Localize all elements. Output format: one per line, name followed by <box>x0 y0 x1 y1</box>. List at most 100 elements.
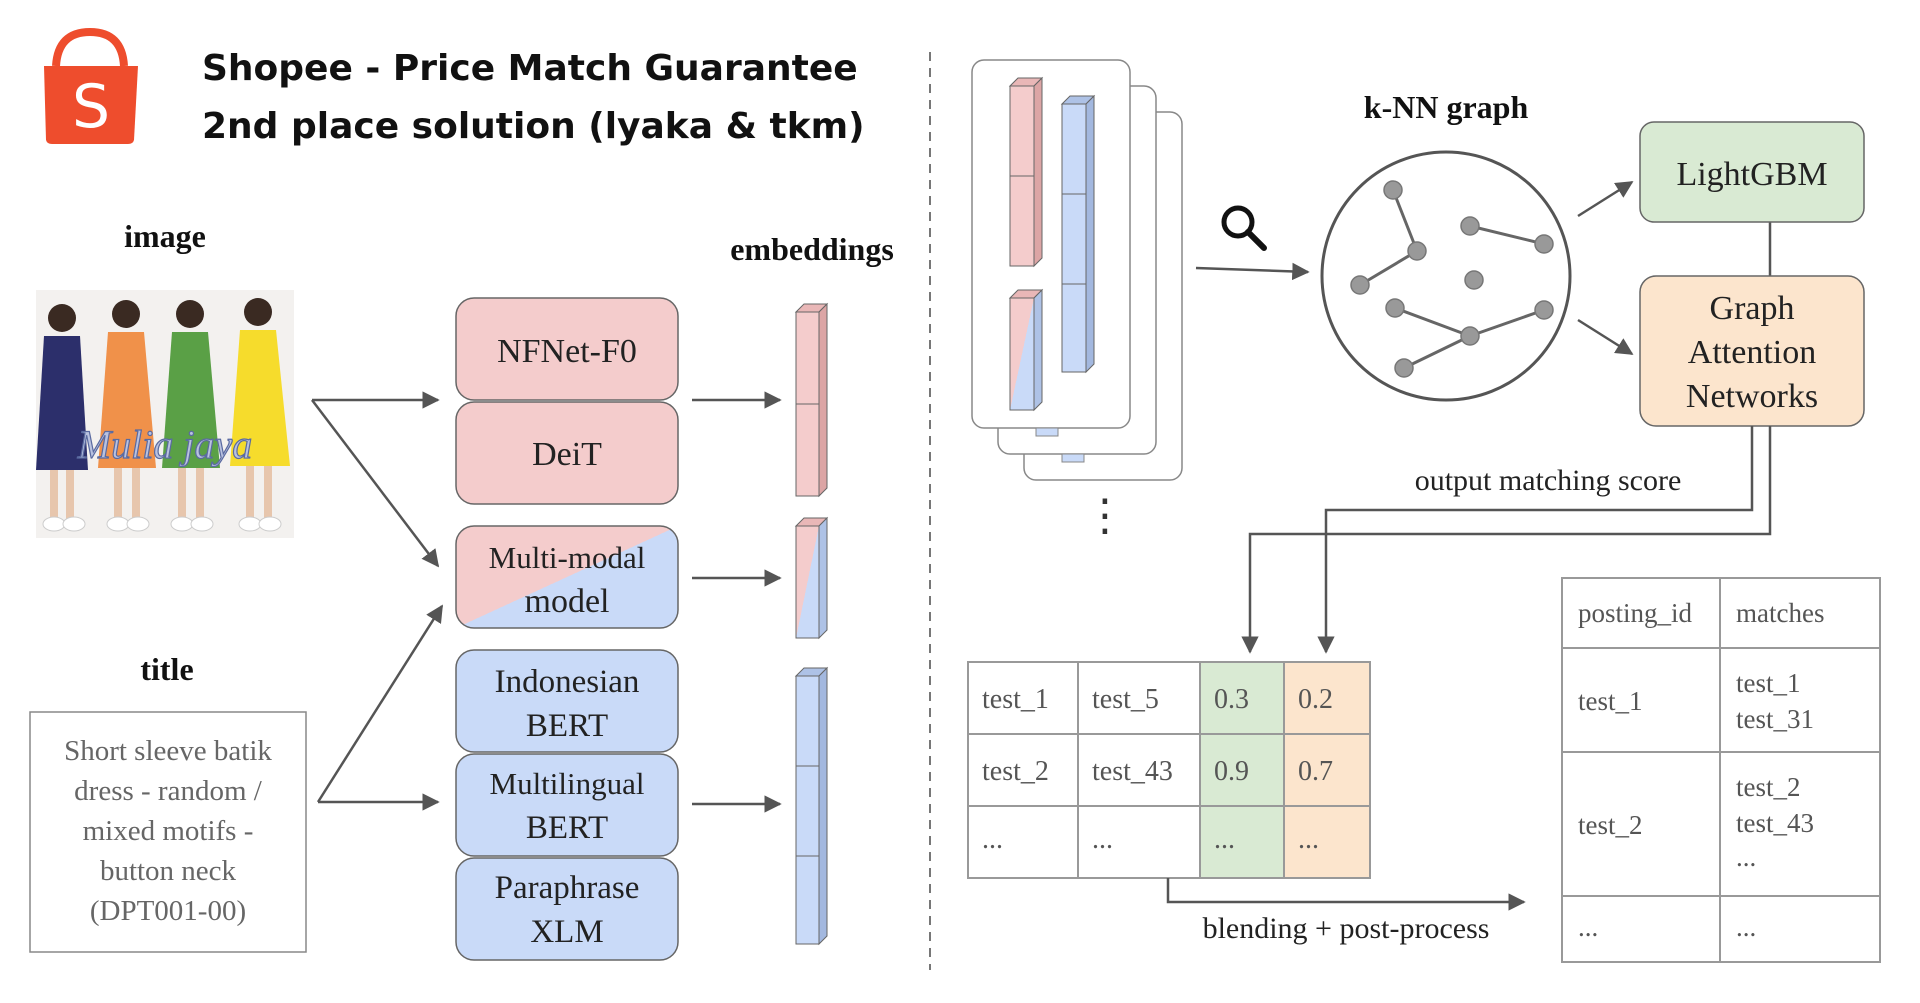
product-photo: Mulia jaya <box>36 290 294 538</box>
matches-cell: test_31 <box>1736 704 1814 734</box>
posting-id-cell: test_1 <box>1578 686 1643 716</box>
matches-cell: ... <box>1736 842 1756 872</box>
graph-node <box>1464 270 1484 290</box>
column-header: matches <box>1736 598 1824 628</box>
graph-node <box>1385 298 1405 318</box>
blend-arrow <box>1166 878 1526 911</box>
column-header: posting_id <box>1578 598 1693 628</box>
title-text-line: button neck <box>100 855 237 887</box>
arrow <box>316 604 444 803</box>
graph-node <box>1383 180 1403 200</box>
graph-node <box>1534 300 1554 320</box>
model-label: Multilingual <box>490 766 645 801</box>
more-cards-ellipsis: ⋮ <box>1083 490 1127 541</box>
product-title-box: Short sleeve batik dress - random / mixe… <box>29 711 307 953</box>
diagram-title-line2: 2nd place solution (lyaka & tkm) <box>202 106 865 147</box>
text-model-paraphrase-xlm: Paraphrase XLM <box>455 857 679 961</box>
table-cell: test_1 <box>982 684 1049 715</box>
arrow <box>311 399 440 568</box>
lightgbm-box: LightGBM <box>1639 121 1865 223</box>
multimodal-model: Multi-modal model <box>455 525 679 629</box>
score-route-gat <box>1317 426 1754 654</box>
model-label: BERT <box>526 810 608 846</box>
matches-cell: test_2 <box>1736 772 1801 802</box>
photo-watermark: Mulia jaya <box>77 422 252 467</box>
table-cell: test_5 <box>1092 684 1159 715</box>
card-image-vector <box>1008 76 1044 268</box>
text-model-multilingual-bert: Multilingual BERT <box>455 753 679 857</box>
table-cell: ... <box>982 824 1003 855</box>
graph-node <box>1394 358 1414 378</box>
table-cell: ... <box>1298 824 1319 855</box>
text-embedding-bar <box>794 666 829 946</box>
gat-label: Graph <box>1710 290 1795 327</box>
table-cell: test_43 <box>1092 756 1173 787</box>
model-label: Paraphrase <box>495 870 640 906</box>
model-figure <box>36 304 88 532</box>
model-label: Multi-modal <box>489 540 646 575</box>
shopee-logo: S <box>44 27 138 144</box>
arrow <box>1577 318 1634 356</box>
graph-node <box>1350 275 1370 295</box>
image-model-nfnet: NFNet-F0 <box>455 297 679 401</box>
posting-id-cell: ... <box>1578 912 1598 942</box>
title-text-line: (DPT001-00) <box>90 895 246 927</box>
matches-cell: ... <box>1736 912 1756 942</box>
model-label: DeiT <box>532 436 602 473</box>
knn-graph-label: k-NN graph <box>1364 89 1529 125</box>
title-text-line: mixed motifs - <box>83 815 254 847</box>
title-text-line: dress - random / <box>74 775 263 807</box>
diagram-title-line1: Shopee - Price Match Guarantee <box>202 48 858 89</box>
blend-label: blending + post-process <box>1203 912 1490 945</box>
card-multimodal-vector <box>1008 288 1044 412</box>
matches-cell: test_43 <box>1736 808 1814 838</box>
table-cell: ... <box>1214 824 1235 855</box>
search-icon <box>1221 205 1267 251</box>
table-cell: ... <box>1092 824 1113 855</box>
arrow <box>1577 180 1634 218</box>
table-cell: 0.2 <box>1298 684 1333 715</box>
graph-node <box>1534 234 1554 254</box>
model-label: XLM <box>530 914 603 950</box>
gat-label: Attention <box>1688 334 1816 371</box>
model-figure <box>98 300 156 532</box>
image-model-deit: DeiT <box>455 401 679 505</box>
table-cell: test_2 <box>982 756 1049 787</box>
gat-label: Networks <box>1686 378 1818 415</box>
graph-node <box>1460 216 1480 236</box>
model-label: BERT <box>526 708 608 744</box>
table-row: test_1 test_1 test_31 <box>1578 668 1814 734</box>
pairs-table: test_1 test_5 0.3 0.2 test_2 test_43 0.9… <box>967 661 1371 879</box>
title-label: title <box>140 651 193 687</box>
image-label: image <box>124 218 206 254</box>
table-row: ... ... ... ... <box>982 824 1319 855</box>
matches-cell: test_1 <box>1736 668 1801 698</box>
output-score-label: output matching score <box>1415 464 1682 497</box>
input-arrows <box>311 391 444 811</box>
text-model-indonesian-bert: Indonesian BERT <box>455 649 679 753</box>
posting-id-cell: test_2 <box>1578 810 1643 840</box>
graph-node <box>1407 241 1427 261</box>
image-embedding-bar <box>794 302 829 498</box>
card-text-vector <box>1060 94 1096 374</box>
model-figure <box>230 298 290 532</box>
graph-node <box>1460 326 1480 346</box>
table-row: ... ... <box>1578 912 1756 942</box>
table-cell: 0.9 <box>1214 756 1249 787</box>
table-cell: 0.7 <box>1298 756 1333 787</box>
model-label: model <box>525 583 610 620</box>
model-label: NFNet-F0 <box>497 333 637 370</box>
table-row: test_2 test_2 test_43 ... <box>1578 772 1814 872</box>
table-row: test_1 test_5 0.3 0.2 <box>982 684 1333 715</box>
embedding-arrows <box>692 391 782 813</box>
submission-table: posting_id matches test_1 test_1 test_31… <box>1561 577 1881 963</box>
arrow <box>1195 262 1310 281</box>
embedding-card <box>971 59 1131 429</box>
gat-box: Graph Attention Networks <box>1639 275 1865 427</box>
embedding-card-stack <box>971 59 1183 481</box>
knn-graph <box>1320 150 1572 402</box>
logo-letter: S <box>72 72 110 142</box>
lightgbm-label: LightGBM <box>1676 156 1827 193</box>
score-route-lightgbm <box>1241 426 1772 654</box>
